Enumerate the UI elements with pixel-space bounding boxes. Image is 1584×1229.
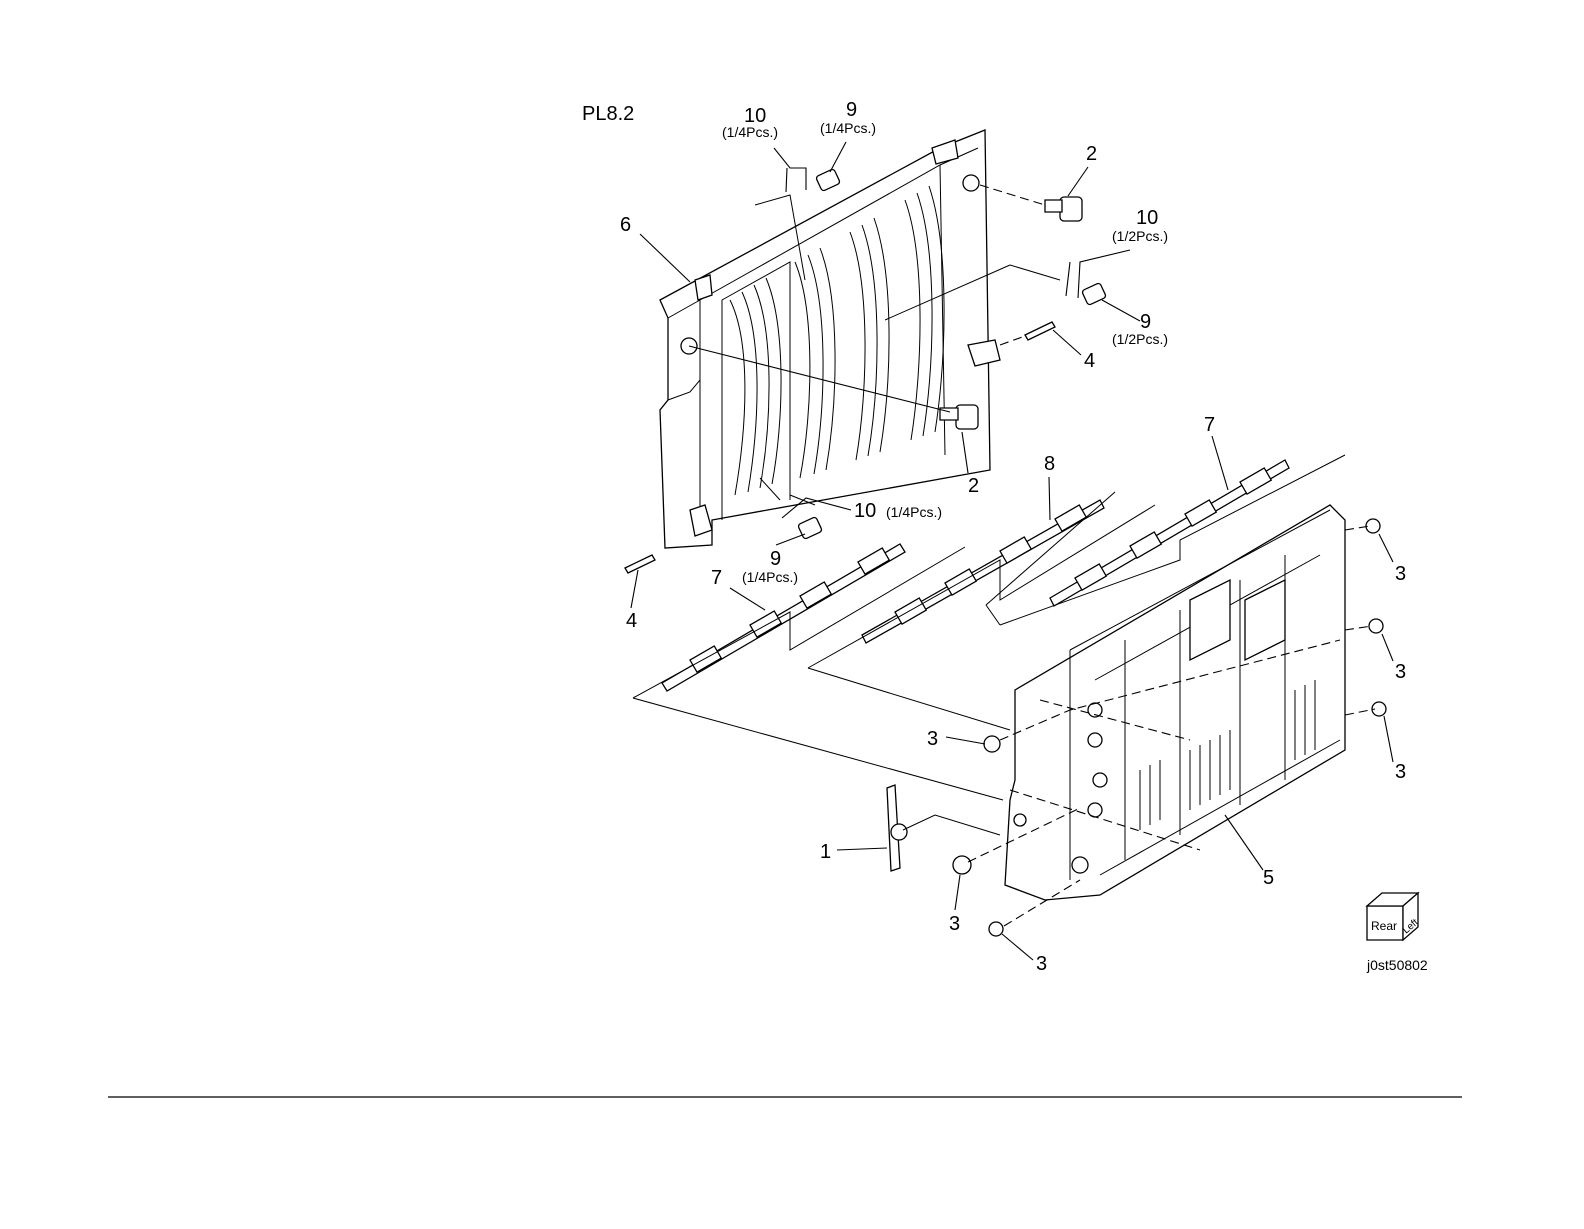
lever-1 [887,785,907,871]
callout-quantity: (1/4Pcs.) [886,504,942,520]
callout-8: 8 [1044,453,1055,475]
callout-number: 4 [626,610,637,632]
callout-2a: 2 [1086,143,1097,165]
callout-number: 3 [1036,953,1047,975]
callout-number: 4 [1084,350,1095,372]
callout-number: 9 [1140,311,1151,333]
chute-assembly [660,130,1000,548]
callout-number: 2 [1086,143,1097,165]
callout-5: 5 [1263,867,1274,889]
callout-3c: 3 [1395,661,1406,683]
pin-4-right [1025,322,1055,340]
callout-6: 6 [620,214,631,236]
callout-number: 3 [1395,661,1406,683]
callout-number: 3 [1395,563,1406,585]
callout-number: 10 [1136,207,1158,229]
callout-1: 1 [820,841,831,863]
callout-9c: 9 (1/4Pcs.) [742,548,798,585]
callout-number: 2 [968,475,979,497]
drawing-code: j0st50802 [1366,957,1428,973]
callout-quantity: (1/2Pcs.) [1112,331,1168,347]
callout-number: 7 [1204,414,1215,436]
roll-9-middle [1082,283,1107,306]
orientation-rear-label: Rear [1371,919,1397,933]
callout-number: 3 [1395,761,1406,783]
callout-9a: 9 (1/4Pcs.) [820,99,876,136]
callout-10b: 10 (1/2Pcs.) [1112,207,1168,244]
callout-number: 1 [820,841,831,863]
callout-number: 3 [949,913,960,935]
callout-10c: 10 (1/4Pcs.) [854,500,942,522]
callout-number: 8 [1044,453,1055,475]
callout-quantity: (1/4Pcs.) [820,120,876,136]
callout-4b: 4 [626,610,637,632]
callout-3a: 3 [927,728,938,750]
callout-number: 9 [846,99,857,121]
callout-3e: 3 [949,913,960,935]
callout-7a: 7 [711,567,722,589]
pin-4-left [625,555,655,573]
callout-quantity: (1/4Pcs.) [742,569,798,585]
roll-9-lower [798,517,823,540]
callout-number: 6 [620,214,631,236]
callout-3f: 3 [1036,953,1047,975]
callout-10a: 10 (1/4Pcs.) [722,105,778,140]
callout-number: 10 [854,500,876,522]
roll-9-upper [816,169,841,192]
callout-3b: 3 [1395,563,1406,585]
callout-9b: 9 (1/2Pcs.) [1112,311,1168,347]
callout-number: 3 [927,728,938,750]
roller-shaft-7-left [662,544,905,691]
gear-2-upper [1045,197,1082,221]
callout-7b: 7 [1204,414,1215,436]
roller-shaft-8 [862,500,1104,643]
callout-3d: 3 [1395,761,1406,783]
callout-quantity: (1/2Pcs.) [1112,228,1168,244]
orientation-cube: Rear Left [1367,893,1421,940]
callout-quantity: (1/4Pcs.) [722,124,778,140]
plate-title: PL8.2 [582,103,634,125]
callout-number: 7 [711,567,722,589]
callout-2b: 2 [968,475,979,497]
callout-4a: 4 [1084,350,1095,372]
callout-number: 5 [1263,867,1274,889]
lower-frame [1005,505,1345,900]
callout-number: 9 [770,548,781,570]
